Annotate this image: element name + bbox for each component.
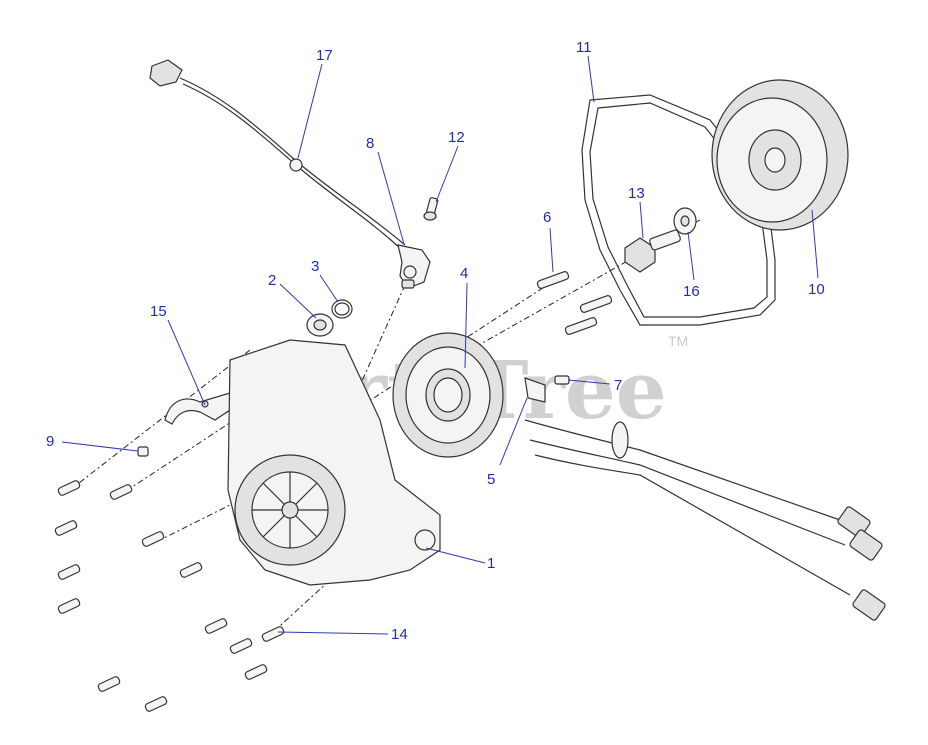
bolts-part-6[interactable] [536,271,613,335]
callout-13[interactable]: 13 [628,185,645,202]
fitting-part-9[interactable] [137,446,149,457]
callout-6[interactable]: 6 [543,209,551,226]
bearing-part-2[interactable] [306,313,334,337]
screw-part-7[interactable] [554,375,570,385]
callout-9[interactable]: 9 [46,433,54,450]
callout-12[interactable]: 12 [448,129,465,146]
speed-sensor-part-8[interactable] [397,244,431,289]
stator-part-4[interactable] [392,332,504,458]
washer-part-16[interactable] [673,207,697,235]
plate-part-5[interactable] [524,377,546,403]
stator-cover-part-1[interactable] [227,339,441,586]
callout-1[interactable]: 1 [487,555,495,572]
snap-ring-part-3[interactable] [331,299,353,319]
callout-4[interactable]: 4 [460,265,468,282]
callout-3[interactable]: 3 [311,258,319,275]
callout-14[interactable]: 14 [391,626,408,643]
bolts-part-14[interactable] [54,480,285,713]
callout-15[interactable]: 15 [150,303,167,320]
watermark-tm: TM [668,333,688,349]
callout-10[interactable]: 10 [808,281,825,298]
flywheel-part-10[interactable] [711,79,849,231]
callout-5[interactable]: 5 [487,471,495,488]
callout-numbers: 1 2 3 4 5 6 7 8 9 10 11 12 13 14 15 16 1… [46,39,825,643]
flywheel-bolt-part-13[interactable] [624,229,681,273]
callout-11[interactable]: 11 [576,39,592,56]
callout-leaders [61,55,819,635]
callout-16[interactable]: 16 [683,283,700,300]
stator-wire-leads[interactable] [524,419,886,621]
callout-17[interactable]: 17 [316,47,333,64]
bolt-part-12[interactable] [423,197,439,221]
callout-2[interactable]: 2 [268,272,276,289]
callout-7[interactable]: 7 [614,377,622,394]
wiring-harness-part-17[interactable] [149,59,406,251]
callout-8[interactable]: 8 [366,135,374,152]
